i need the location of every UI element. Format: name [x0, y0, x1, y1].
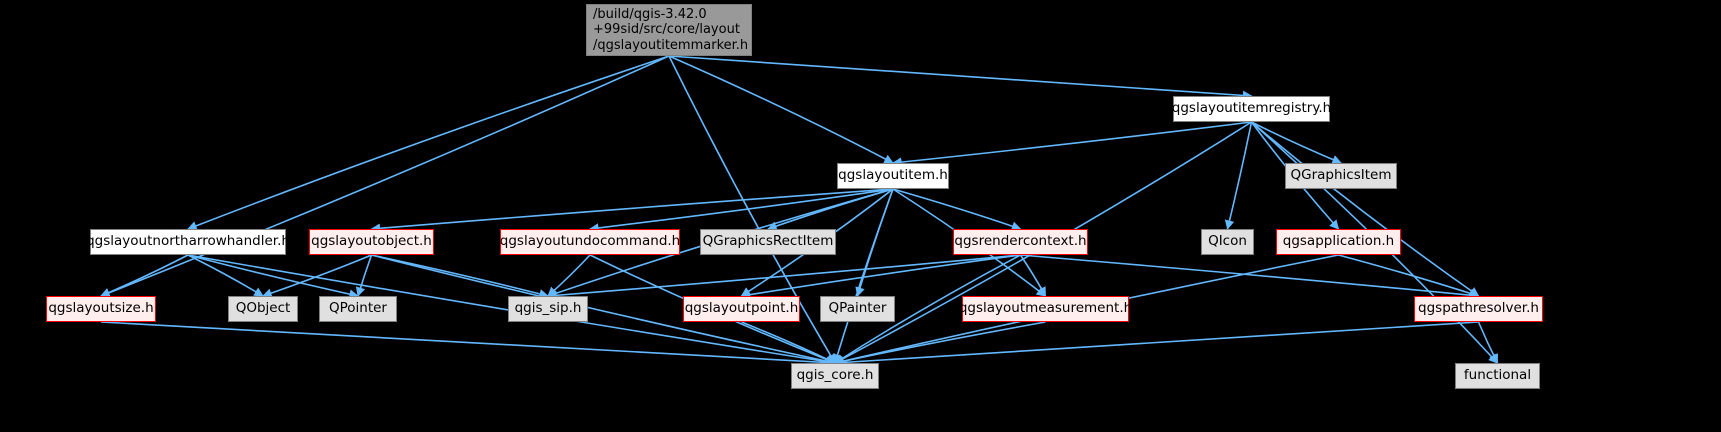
- edge-rendercontext-to-sip: [547, 254, 1021, 301]
- graph-node-pathresolver[interactable]: qgspathresolver.h: [1414, 296, 1543, 322]
- edge-point-to-core: [741, 321, 836, 364]
- graph-node-rendercontext[interactable]: qgsrendercontext.h: [953, 229, 1088, 255]
- edge-northarrow-to-qobject: [187, 254, 264, 297]
- edge-object-to-qobject: [262, 254, 372, 298]
- edge-rendercontext-to-point: [740, 254, 1021, 300]
- edge-root-to-size: [100, 55, 670, 298]
- graph-node-qobject[interactable]: QObject: [228, 296, 298, 322]
- edge-northarrow-to-core: [187, 254, 836, 367]
- edge-registry-to-item: [892, 121, 1252, 167]
- edge-pathresolver-to-functional: [1477, 321, 1499, 364]
- graph-node-undocommand[interactable]: qgslayoutundocommand.h: [500, 229, 680, 255]
- edge-item-to-undocommand: [589, 188, 894, 233]
- graph-node-object[interactable]: qgslayoutobject.h: [309, 229, 434, 255]
- edge-root-to-northarrow: [187, 55, 670, 231]
- edge-northarrow-to-size: [100, 254, 189, 297]
- edge-registry-to-pathresolver: [1250, 121, 1480, 297]
- graph-node-item[interactable]: qgslayoutitem.h: [837, 163, 949, 189]
- graph-node-functional[interactable]: functional: [1455, 363, 1540, 389]
- graph-node-size[interactable]: qgslayoutsize.h: [46, 296, 156, 322]
- graph-node-rectitem[interactable]: QGraphicsRectItem: [700, 229, 836, 255]
- edge-application-to-pathresolver: [1338, 254, 1480, 298]
- edge-rendercontext-to-core: [834, 254, 1021, 364]
- edge-undocommand-to-sip: [547, 254, 591, 297]
- edge-registry-to-qicon: [1224, 121, 1253, 230]
- edge-root-to-item: [668, 55, 894, 164]
- graph-root-node[interactable]: /build/qgis-3.42.0 +99sid/src/core/layou…: [586, 4, 752, 56]
- edge-northarrow-to-qpointer: [187, 254, 359, 299]
- edge-measurement-to-core: [834, 321, 1046, 366]
- graph-node-point[interactable]: qgslayoutpoint.h: [683, 296, 800, 322]
- graph-node-qpointer[interactable]: QPointer: [319, 296, 397, 322]
- graph-node-northarrow[interactable]: qgslayoutnortharrowhandler.h: [86, 229, 290, 255]
- edge-size-to-core: [100, 321, 836, 368]
- edge-object-to-core: [371, 254, 836, 366]
- edge-object-to-qpointer: [355, 254, 373, 297]
- edge-item-to-core: [832, 188, 894, 364]
- graph-node-registry[interactable]: qgslayoutitemregistry.h: [1172, 96, 1331, 122]
- graph-node-qpainter[interactable]: QPainter: [820, 296, 895, 322]
- edge-rendercontext-to-measurement: [1019, 254, 1047, 297]
- graph-node-measurement[interactable]: qgslayoutmeasurement.h: [959, 296, 1132, 322]
- edge-item-to-object: [370, 188, 894, 234]
- graph-node-core[interactable]: qgis_core.h: [791, 363, 879, 389]
- graph-node-qicon[interactable]: QIcon: [1201, 229, 1254, 255]
- graph-node-sip[interactable]: qgis_sip.h: [508, 296, 588, 322]
- graph-node-application[interactable]: qgsapplication.h: [1276, 229, 1401, 255]
- edge-item-to-rendercontext: [892, 188, 1022, 231]
- edge-root-to-registry: [668, 55, 1253, 101]
- edge-pathresolver-to-core: [834, 321, 1479, 368]
- edge-rendercontext-to-pathresolver: [1020, 254, 1480, 300]
- edge-registry-to-qgraphicsitem: [1251, 121, 1342, 165]
- graph-node-qgraphicsitem[interactable]: QGraphicsItem: [1285, 163, 1397, 189]
